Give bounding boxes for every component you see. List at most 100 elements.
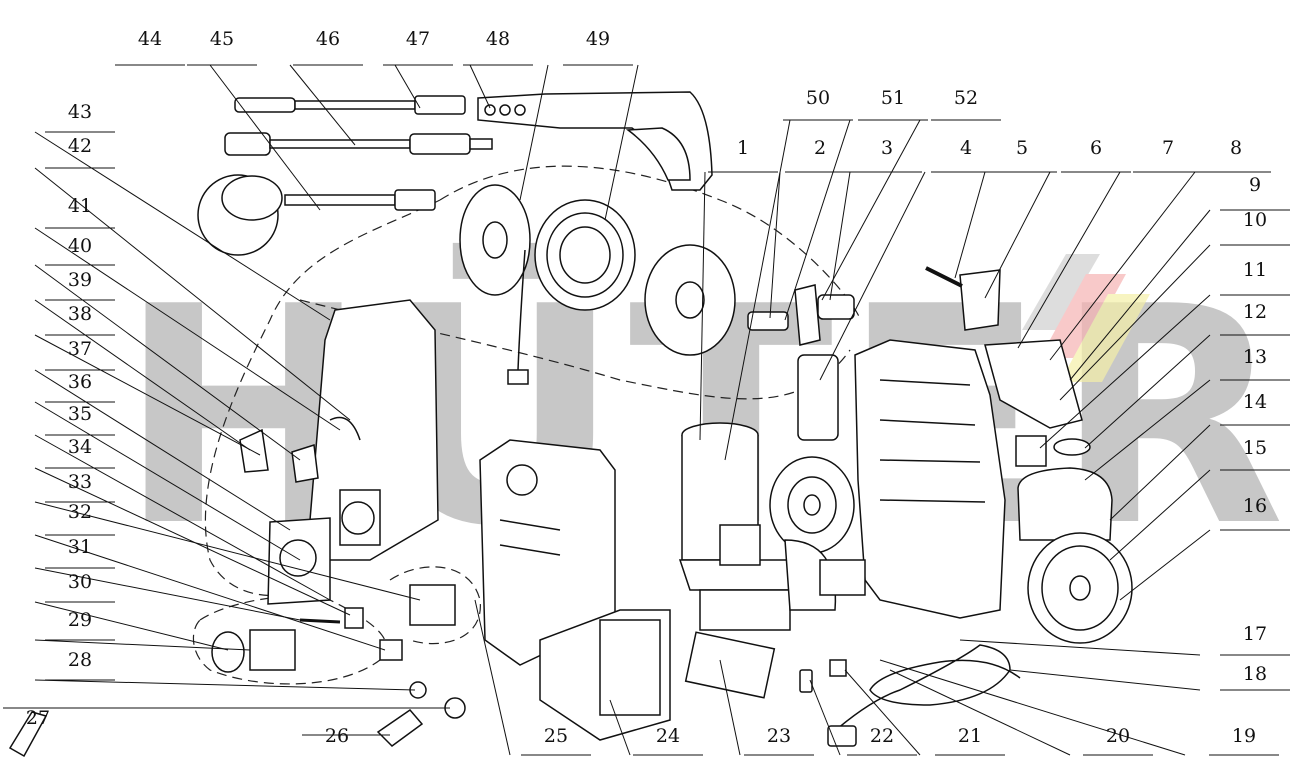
leader-line <box>34 401 301 561</box>
leader-line <box>34 369 291 531</box>
part-number-label: 14 <box>1243 391 1267 413</box>
leader-line <box>821 119 921 301</box>
nozzle-26 <box>376 709 424 747</box>
part-number-label: 35 <box>68 403 92 425</box>
leader-line <box>34 534 386 651</box>
part-number-label: 24 <box>656 725 680 747</box>
part-number-label: 23 <box>767 725 791 747</box>
spray-gun-48 <box>477 91 713 191</box>
part-number-label: 9 <box>1249 174 1261 196</box>
leader-line <box>34 167 351 421</box>
leader-line <box>1069 209 1211 381</box>
switch-33 <box>409 584 456 626</box>
part-number-label: 47 <box>406 28 430 50</box>
part-number-label: 6 <box>1090 137 1102 159</box>
leader-line <box>34 501 421 601</box>
plug-22 <box>827 725 857 747</box>
leader-line <box>474 599 511 756</box>
part-number-label: 5 <box>1016 137 1028 159</box>
part-number-label: 52 <box>954 87 978 109</box>
parts <box>8 91 1133 758</box>
pin-5 <box>925 266 963 288</box>
part-number-label: 12 <box>1243 301 1267 323</box>
leader-line <box>889 669 1071 756</box>
part-number-label: 27 <box>26 707 50 729</box>
lance-part-46 <box>234 95 466 115</box>
leader-line <box>604 64 639 221</box>
leader-line <box>34 264 301 461</box>
part-32 <box>379 639 403 661</box>
leader-line <box>1109 424 1211 521</box>
leader-line <box>784 119 851 321</box>
leader-line <box>1017 171 1121 349</box>
part-number-label: 28 <box>68 649 92 671</box>
handle-6 <box>959 269 1001 331</box>
clamp-21 <box>829 659 847 677</box>
rear-frame-43 <box>309 299 439 561</box>
leader-line <box>34 299 251 451</box>
part-number-label: 46 <box>316 28 340 50</box>
part-number-label: 17 <box>1243 623 1267 645</box>
part-number-label: 43 <box>68 101 92 123</box>
leader-line <box>34 639 251 651</box>
connector-3 <box>817 294 855 320</box>
leader-line <box>1039 294 1211 449</box>
part-number-label: 10 <box>1243 209 1267 231</box>
part-34 <box>344 607 364 629</box>
lance-part-45 <box>224 132 493 156</box>
bracket-23 <box>684 631 776 699</box>
brush-lance-44 <box>197 174 436 256</box>
part-number-label: 3 <box>881 137 893 159</box>
leader-line <box>959 639 1201 656</box>
leader-line <box>519 64 549 201</box>
part-number-label: 50 <box>806 87 830 109</box>
part-number-label: 41 <box>68 195 92 217</box>
motor-pump-1 <box>678 422 802 631</box>
wheel-left <box>769 456 855 554</box>
part-number-label: 39 <box>68 269 92 291</box>
wheel-16 <box>1027 532 1133 644</box>
leader-line <box>1109 469 1211 561</box>
part-number-label: 30 <box>68 571 92 593</box>
box-29 <box>249 629 296 671</box>
switch-block <box>819 559 866 596</box>
part-number-label: 19 <box>1232 725 1256 747</box>
part-number-label: 25 <box>544 725 568 747</box>
part-number-label: 32 <box>68 501 92 523</box>
part-number-label: 22 <box>870 725 894 747</box>
leader-line <box>719 659 741 756</box>
leader-line <box>1009 669 1201 691</box>
leader-line <box>209 64 321 211</box>
part-number-label: 20 <box>1106 725 1130 747</box>
part-number-label: 29 <box>68 609 92 631</box>
fitting-51 <box>747 311 789 331</box>
leader-line <box>1084 379 1211 481</box>
leader-line <box>1059 244 1211 401</box>
part-number-label: 7 <box>1162 137 1174 159</box>
part-number-label: 31 <box>68 536 92 558</box>
leader-line <box>609 699 631 756</box>
clip-40 <box>291 444 319 483</box>
leader-line <box>1084 334 1211 449</box>
part-number-label: 51 <box>881 87 905 109</box>
leader-line <box>34 601 229 651</box>
part-number-label: 40 <box>68 235 92 257</box>
hose-reel-49 <box>459 184 736 385</box>
part-number-label: 11 <box>1243 259 1267 281</box>
clip-39 <box>239 428 269 473</box>
part-number-label: 36 <box>68 371 92 393</box>
cap-12 <box>1053 438 1091 456</box>
leader-lines <box>3 64 1290 756</box>
part-number-label: 26 <box>325 725 349 747</box>
part-number-label: 44 <box>138 28 162 50</box>
leader-line <box>34 434 331 601</box>
part-number-label: 13 <box>1243 346 1267 368</box>
part-number-label: 48 <box>486 28 510 50</box>
front-panel-24 <box>539 609 671 741</box>
part-number-label: 4 <box>960 137 972 159</box>
leader-line <box>724 119 791 461</box>
holder-4 <box>797 354 839 441</box>
part-number-label: 1 <box>737 137 749 159</box>
leader-line <box>34 467 351 616</box>
leader-line <box>984 171 1051 299</box>
